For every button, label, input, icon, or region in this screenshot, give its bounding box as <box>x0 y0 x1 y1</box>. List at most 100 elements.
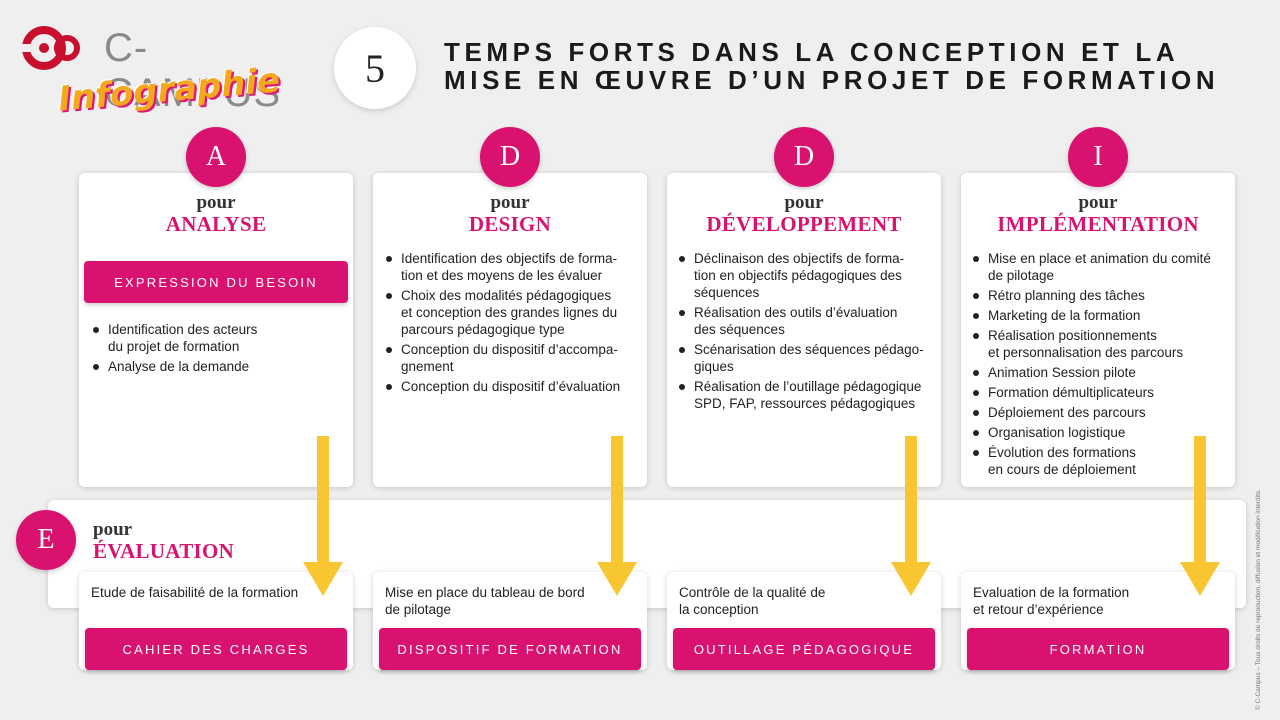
arrow-down-icon <box>1180 436 1220 596</box>
phase-letter-badge-d-developpement: D <box>774 127 834 187</box>
logo-mark-icon <box>22 26 80 70</box>
phase-item-list: Identification des objectifs de forma- t… <box>386 250 648 398</box>
list-item-line: Conception du dispositif d’évaluation <box>401 379 621 394</box>
list-item: Formation démultiplicateurs <box>973 384 1235 401</box>
phase-pour: pour <box>196 192 236 213</box>
deliverable-pill-formation: FORMATION <box>967 628 1229 670</box>
phase-pour: pour <box>1078 192 1118 213</box>
phase-name: DÉVELOPPEMENT <box>706 212 902 236</box>
evaluation-card-text: Contrôle de la qualité de la conception <box>679 584 899 618</box>
evaluation-name: ÉVALUATION <box>93 539 235 563</box>
list-item: Rétro planning des tâches <box>973 287 1235 304</box>
list-item-line: des séquences <box>694 322 785 337</box>
list-item-line: de pilotage <box>988 268 1055 283</box>
evaluation-card-line: et retour d’expérience <box>973 602 1104 617</box>
logo: C-CAMPUS Infographie <box>22 20 312 130</box>
list-item: Réalisation des outils d’évaluation des … <box>679 304 941 338</box>
list-item: Réalisation de l’outillage pédagogique S… <box>679 378 941 412</box>
phase-name: IMPLÉMENTATION <box>997 212 1199 236</box>
arrow-down-icon <box>597 436 637 596</box>
evaluation-card-text: Etude de faisabilité de la formation <box>91 584 311 601</box>
list-item-line: Analyse de la demande <box>108 359 250 374</box>
phase-pour: pour <box>784 192 824 213</box>
list-item: Déclinaison des objectifs de forma- tion… <box>679 250 941 301</box>
phase-item-list: Mise en place et animation du comité de … <box>973 250 1235 481</box>
page-title: TEMPS FORTS DANS LA CONCEPTION ET LA MIS… <box>444 38 1274 94</box>
phase-heading: pour DESIGN <box>373 192 647 236</box>
phase-letter-badge-i: I <box>1068 127 1128 187</box>
list-item-line: Rétro planning des tâches <box>988 288 1145 303</box>
logo-brand: C-CAMPUS <box>104 26 282 115</box>
phase-letter-badge-d-design: D <box>480 127 540 187</box>
evaluation-card-analyse: Etude de faisabilité de la formation CAH… <box>79 572 353 670</box>
phase-letter-badge-a: A <box>186 127 246 187</box>
list-item: Choix des modalités pédagogiques et conc… <box>386 287 648 338</box>
phase-card-design: pour DESIGN Identification des objectifs… <box>373 173 647 487</box>
evaluation-card-line: Etude de faisabilité de la formation <box>91 585 299 600</box>
evaluation-card-line: de pilotage <box>385 602 452 617</box>
deliverable-pill-outillage-pedagogique: OUTILLAGE PÉDAGOGIQUE <box>673 628 935 670</box>
phase-name: ANALYSE <box>165 212 267 236</box>
list-item-line: Identification des acteurs <box>108 322 258 337</box>
page-title-line-2: MISE EN ŒUVRE D’UN PROJET DE FORMATION <box>444 65 1220 95</box>
phase-pill-expression-du-besoin: EXPRESSION DU BESOIN <box>84 261 348 303</box>
evaluation-card-line: Evaluation de la formation <box>973 585 1130 600</box>
list-item-line: et conception des grandes lignes du <box>401 305 618 320</box>
list-item-line: en cours de déploiement <box>988 462 1136 477</box>
list-item: Évolution des formations en cours de dép… <box>973 444 1235 478</box>
phase-heading: pour IMPLÉMENTATION <box>961 192 1235 236</box>
list-item-line: Déploiement des parcours <box>988 405 1146 420</box>
list-item: Déploiement des parcours <box>973 404 1235 421</box>
page-title-line-1: TEMPS FORTS DANS LA CONCEPTION ET LA <box>444 37 1180 67</box>
list-item-line: parcours pédagogique type <box>401 322 565 337</box>
list-item-line: Marketing de la formation <box>988 308 1141 323</box>
list-item-line: Évolution des formations <box>988 445 1136 460</box>
list-item-line: Organisation logistique <box>988 425 1126 440</box>
list-item-line: et personnalisation des parcours <box>988 345 1184 360</box>
evaluation-card-line: Contrôle de la qualité de <box>679 585 826 600</box>
list-item-line: Réalisation de l’outillage pédagogique <box>694 379 922 394</box>
list-item-line: Réalisation positionnements <box>988 328 1157 343</box>
list-item-line: Formation démultiplicateurs <box>988 385 1154 400</box>
list-item: Mise en place et animation du comité de … <box>973 250 1235 284</box>
list-item: Identification des objectifs de forma- t… <box>386 250 648 284</box>
phase-card-implementation: pour IMPLÉMENTATION Mise en place et ani… <box>961 173 1235 487</box>
deliverable-pill-dispositif-de-formation: DISPOSITIF DE FORMATION <box>379 628 641 670</box>
title-number-badge: 5 <box>334 27 416 109</box>
list-item-line: du projet de formation <box>108 339 240 354</box>
phase-card-analyse: pour ANALYSE EXPRESSION DU BESOIN Identi… <box>79 173 353 487</box>
phase-name: DESIGN <box>468 212 552 236</box>
arrow-down-icon <box>303 436 343 596</box>
list-item-line: tion et des moyens de les évaluer <box>401 268 603 283</box>
list-item: Conception du dispositif d’évaluation <box>386 378 648 395</box>
list-item: Scénarisation des séquences pédago- giqu… <box>679 341 941 375</box>
arrow-down-icon <box>891 436 931 596</box>
evaluation-card-text: Evaluation de la formation et retour d’e… <box>973 584 1193 618</box>
evaluation-card-implementation: Evaluation de la formation et retour d’e… <box>961 572 1235 670</box>
list-item-line: Choix des modalités pédagogiques <box>401 288 612 303</box>
list-item-line: Conception du dispositif d’accompa- <box>401 342 618 357</box>
list-item-line: tion en objectifs pédagogiques des <box>694 268 902 283</box>
evaluation-card-text: Mise en place du tableau de bord de pilo… <box>385 584 605 618</box>
list-item-line: gnement <box>401 359 454 374</box>
list-item: Identification des acteurs du projet de … <box>93 321 343 355</box>
phase-item-list: Déclinaison des objectifs de forma- tion… <box>679 250 941 415</box>
evaluation-heading: pour ÉVALUATION <box>93 519 235 563</box>
phase-card-developpement: pour DÉVELOPPEMENT Déclinaison des objec… <box>667 173 941 487</box>
phase-pour: pour <box>490 192 530 213</box>
list-item-line: Identification des objectifs de forma- <box>401 251 618 266</box>
evaluation-pour: pour <box>93 519 133 540</box>
list-item-line: séquences <box>694 285 760 300</box>
list-item-line: Scénarisation des séquences pédago- <box>694 342 924 357</box>
list-item: Marketing de la formation <box>973 307 1235 324</box>
evaluation-letter-badge: E <box>16 510 76 570</box>
copyright-note: © C-Campus – Tous droits de reproduction… <box>1255 489 1262 710</box>
list-item-line: Animation Session pilote <box>988 365 1136 380</box>
evaluation-card-line: Mise en place du tableau de bord <box>385 585 585 600</box>
evaluation-card-design: Mise en place du tableau de bord de pilo… <box>373 572 647 670</box>
list-item-line: giques <box>694 359 734 374</box>
list-item: Réalisation positionnements et personnal… <box>973 327 1235 361</box>
deliverable-pill-cahier-des-charges: CAHIER DES CHARGES <box>85 628 347 670</box>
phase-item-list: Identification des acteurs du projet de … <box>93 321 343 378</box>
list-item-line: Mise en place et animation du comité <box>988 251 1211 266</box>
